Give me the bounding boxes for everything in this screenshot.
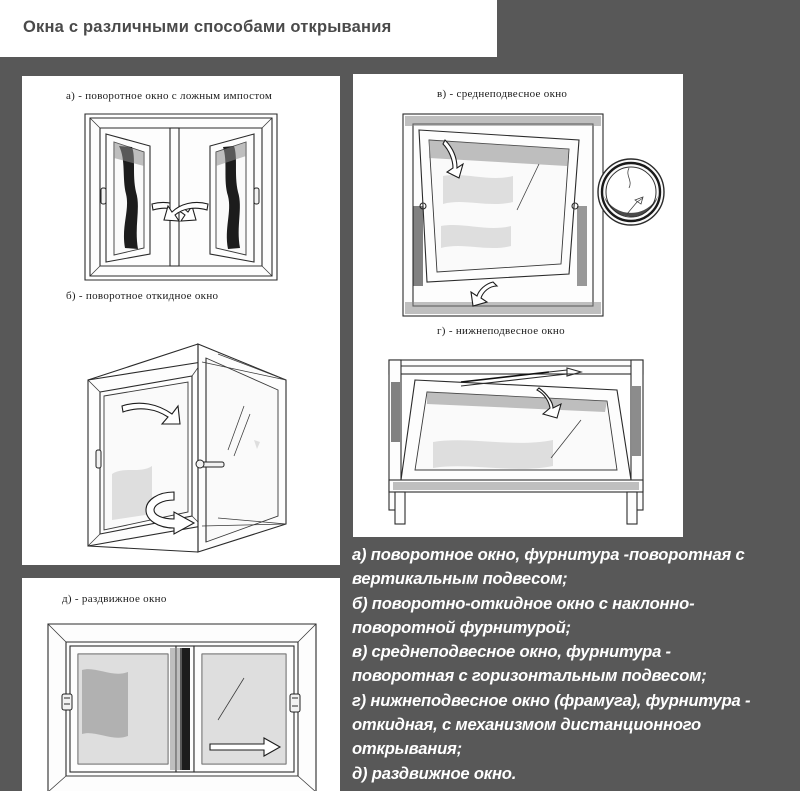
caption-line: г) нижнеподвесное окно (фрамуга), фурнит… xyxy=(352,690,751,710)
figure-d-drawing xyxy=(22,616,340,791)
caption-block: а) поворотное окно, фурнитура -поворотна… xyxy=(352,543,798,786)
figure-label-g: г) - нижнеподвесное окно xyxy=(437,325,565,337)
figure-g-drawing xyxy=(353,346,683,531)
figure-label-v: в) - среднеподвесное окно xyxy=(437,88,568,100)
figure-panel-bottom: д) - раздвижное окно xyxy=(22,578,340,791)
caption-line: откидная, с механизмом дистанционного xyxy=(352,715,701,735)
caption-line: вертикальным подвесом; xyxy=(352,569,568,589)
caption-line: поворотной фурнитурой; xyxy=(352,617,571,637)
figure-label-d: д) - раздвижное окно xyxy=(62,593,167,605)
caption-line: в) среднеподвесное окно, фурнитура - xyxy=(352,642,671,662)
caption-line: д) раздвижное окно. xyxy=(352,763,517,783)
title-bar: Окна с различными способами открывания xyxy=(0,0,497,57)
figure-label-a: а) - поворотное окно с ложным импостом xyxy=(66,90,273,102)
figure-v-drawing xyxy=(353,106,683,336)
figure-a-drawing xyxy=(22,108,340,288)
figure-v-round-detail xyxy=(591,152,671,232)
caption-line: поворотная с горизонтальным подвесом; xyxy=(352,666,707,686)
figure-panel-left: а) - поворотное окно с ложным импостом xyxy=(22,76,340,565)
caption-line: открывания; xyxy=(352,739,462,759)
figure-b-drawing xyxy=(22,314,340,559)
figure-label-b: б) - поворотное откидное окно xyxy=(66,290,219,302)
page-title: Окна с различными способами открывания xyxy=(23,18,392,36)
caption-line: а) поворотное окно, фурнитура -поворотна… xyxy=(352,545,745,564)
caption-line: б) поворотно-откидное окно с наклонно- xyxy=(352,593,695,613)
figure-panel-right: в) - среднеподвесное окно xyxy=(353,74,683,537)
